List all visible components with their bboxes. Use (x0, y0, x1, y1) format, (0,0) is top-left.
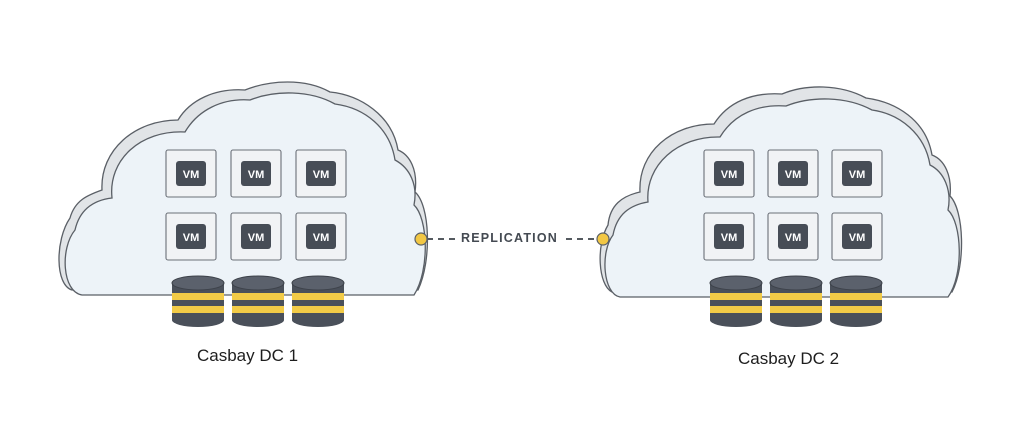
vm-tile: VM (767, 212, 819, 261)
vm-tile: VM (165, 149, 217, 198)
vm-label: VM (248, 232, 265, 244)
dc2-label: Casbay DC 2 (738, 349, 840, 368)
vm-badge (842, 224, 872, 249)
vm-tile: VM (703, 149, 755, 198)
vm-tile: VM (703, 212, 755, 261)
vm-label: VM (183, 232, 200, 244)
vm-badge (241, 224, 271, 249)
vm-label: VM (313, 232, 330, 244)
vm-badge (842, 161, 872, 186)
vm-tile: VM (165, 212, 217, 261)
vm-label: VM (313, 169, 330, 181)
vm-label: VM (785, 232, 802, 244)
vm-tile: VM (230, 212, 282, 261)
vm-badge (241, 161, 271, 186)
database-icon (829, 275, 883, 327)
vm-badge (714, 224, 744, 249)
storage-dc2 (709, 275, 883, 327)
vm-badge (176, 161, 206, 186)
vm-label: VM (721, 169, 738, 181)
storage-dc1 (171, 275, 345, 327)
link-endpoint-left (414, 232, 428, 246)
vm-label: VM (248, 169, 265, 181)
vm-badge (714, 161, 744, 186)
vm-badge (778, 224, 808, 249)
vm-badge (778, 161, 808, 186)
vm-tile: VM (295, 212, 347, 261)
vm-grid-dc2: VM VM VM VM VM VM (703, 149, 883, 261)
vm-label: VM (849, 169, 866, 181)
database-icon (231, 275, 285, 327)
replication-link (414, 232, 610, 246)
vm-tile: VM (295, 149, 347, 198)
link-endpoint-right (596, 232, 610, 246)
cloud-dc2-body (604, 98, 960, 298)
vm-label: VM (183, 169, 200, 181)
vm-label: VM (785, 169, 802, 181)
vm-tile: VM (831, 149, 883, 198)
vm-label: VM (721, 232, 738, 244)
vm-badge (176, 224, 206, 249)
vm-badge (306, 161, 336, 186)
database-icon (769, 275, 823, 327)
vm-tile: VM (831, 212, 883, 261)
dc1-label: Casbay DC 1 (197, 346, 299, 365)
database-icon (291, 275, 345, 327)
vm-tile: VM (767, 149, 819, 198)
vm-label: VM (849, 232, 866, 244)
replication-label: REPLICATION (458, 231, 561, 245)
vm-tile: VM (230, 149, 282, 198)
vm-grid-dc1: VM VM VM VM VM VM (165, 149, 347, 261)
database-icon (171, 275, 225, 327)
database-icon (709, 275, 763, 327)
vm-badge (306, 224, 336, 249)
